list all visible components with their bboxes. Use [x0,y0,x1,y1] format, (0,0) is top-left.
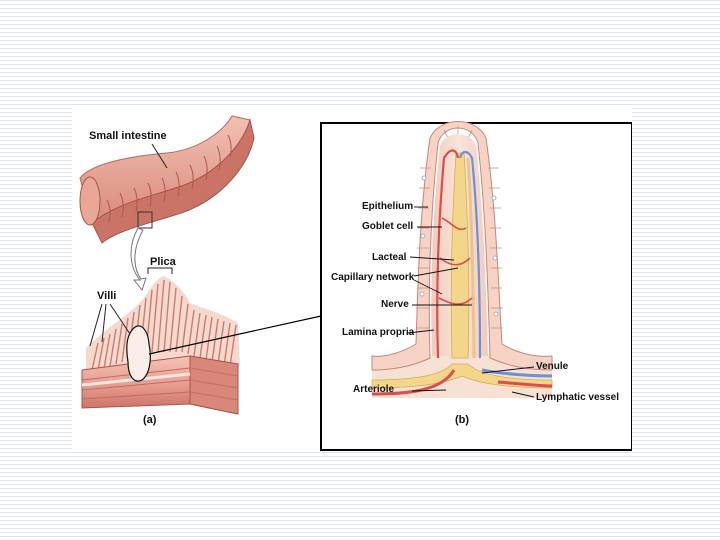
label-capillary-network: Capillary network [331,272,414,284]
label-lymphatic-vessel: Lymphatic vessel [536,392,619,404]
caption-panel-b: (b) [455,414,469,426]
diagram-figure: Small intestine Plica Villi (a) Epitheli… [72,108,632,452]
label-lacteal: Lacteal [372,252,406,264]
label-plica: Plica [150,256,176,268]
label-nerve: Nerve [381,299,409,311]
label-epithelium: Epithelium [362,201,413,213]
label-small-intestine: Small intestine [89,130,167,142]
label-villi: Villi [97,290,116,302]
label-goblet-cell: Goblet cell [362,221,413,233]
caption-panel-a: (a) [143,414,156,426]
label-lamina-propria: Lamina propria [342,327,414,339]
label-venule: Venule [536,361,568,373]
label-arteriole: Arteriole [353,384,394,396]
